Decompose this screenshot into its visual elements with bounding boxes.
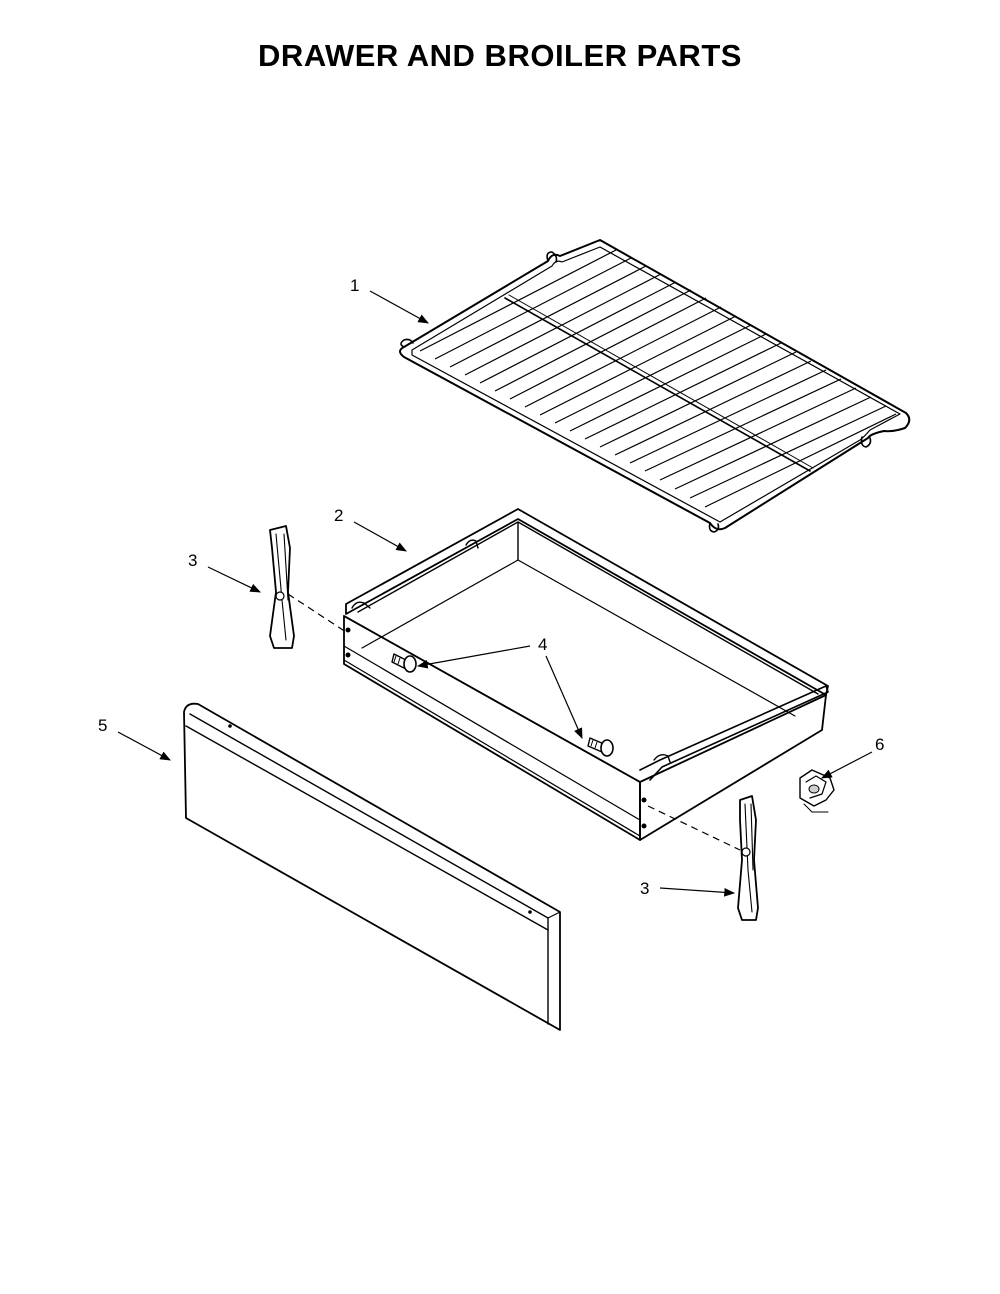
callout-3-left-label: 3 — [188, 551, 197, 570]
slide-rail-right — [737, 795, 759, 921]
callout-2-label: 2 — [334, 506, 343, 525]
callout-6-label: 6 — [875, 735, 884, 754]
page-title: DRAWER AND BROILER PARTS — [258, 38, 742, 73]
slide-rail-left — [269, 525, 295, 649]
callout-5-label: 5 — [98, 716, 107, 735]
callout-4-label: 4 — [538, 635, 547, 654]
callout-1-label: 1 — [350, 276, 359, 295]
broiler-rack — [399, 239, 911, 533]
broiler-pan — [343, 508, 829, 841]
drawer-front-panel — [183, 702, 561, 1031]
callout-3-right-label: 3 — [640, 879, 649, 898]
screw-left — [391, 653, 417, 673]
screw-right — [587, 737, 614, 757]
clip — [799, 769, 835, 813]
